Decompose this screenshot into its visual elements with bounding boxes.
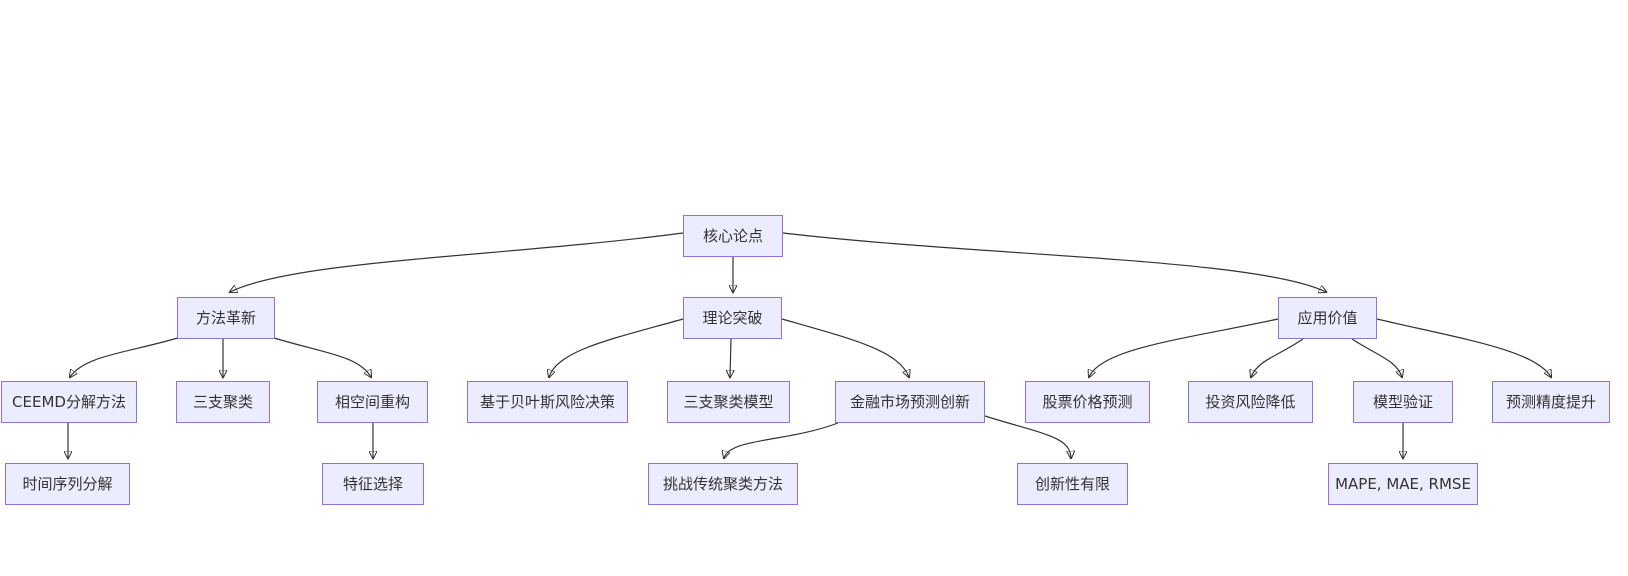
node-phase-space-reconstruction: 相空间重构 <box>317 381 428 423</box>
node-challenge-traditional-clustering: 挑战传统聚类方法 <box>648 463 798 505</box>
edge-method-innovation-to-phase-space-reconstruction <box>270 336 371 377</box>
node-time-series-decomposition: 时间序列分解 <box>5 463 130 505</box>
node-core-thesis: 核心论点 <box>683 215 783 257</box>
edge-core-thesis-to-application-value <box>782 232 1326 292</box>
node-ceemd-decomposition: CEEMD分解方法 <box>1 381 137 423</box>
node-model-validation: 模型验证 <box>1353 381 1453 423</box>
edge-application-value-to-investment-risk-reduction <box>1251 338 1304 377</box>
edge-core-thesis-to-method-innovation <box>230 232 684 292</box>
node-application-value: 应用价值 <box>1278 297 1377 339</box>
node-method-innovation: 方法革新 <box>177 297 275 339</box>
node-limited-innovation: 创新性有限 <box>1017 463 1128 505</box>
node-prediction-accuracy-improvement: 预测精度提升 <box>1492 381 1610 423</box>
node-financial-market-forecast-innovation: 金融市场预测创新 <box>835 381 985 423</box>
node-investment-risk-reduction: 投资风险降低 <box>1188 381 1313 423</box>
node-stock-price-prediction: 股票价格预测 <box>1025 381 1150 423</box>
node-feature-selection: 特征选择 <box>322 463 424 505</box>
node-mape-mae-rmse: MAPE, MAE, RMSE <box>1328 463 1478 505</box>
node-bayesian-risk-decision: 基于贝叶斯风险决策 <box>467 381 628 423</box>
node-theory-breakthrough: 理论突破 <box>683 297 782 339</box>
edge-application-value-to-model-validation <box>1351 338 1402 377</box>
edge-application-value-to-prediction-accuracy-improvement <box>1376 318 1551 377</box>
node-three-way-clustering: 三支聚类 <box>176 381 270 423</box>
edge-method-innovation-to-ceemd-decomposition <box>70 336 182 377</box>
edge-theory-breakthrough-to-bayesian-risk-decision <box>549 318 684 377</box>
node-three-way-clustering-model: 三支聚类模型 <box>667 381 790 423</box>
edge-application-value-to-stock-price-prediction <box>1089 318 1279 377</box>
edge-theory-breakthrough-to-financial-market-forecast-innovation <box>781 318 909 377</box>
edge-financial-market-forecast-innovation-to-challenge-traditional-clustering <box>724 422 839 458</box>
edge-theory-breakthrough-to-three-way-clustering-model <box>730 338 731 377</box>
